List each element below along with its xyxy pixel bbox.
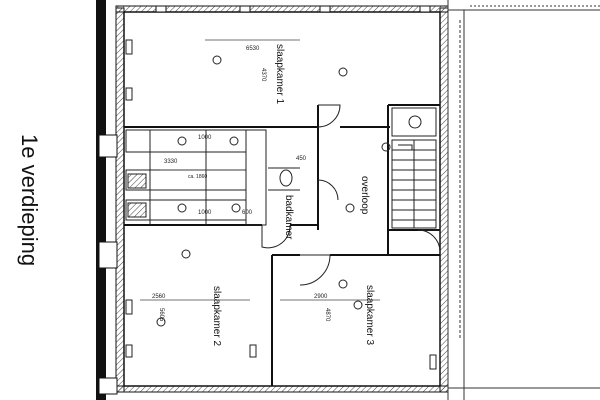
eave-lines <box>447 0 600 400</box>
room-label-slaapkamer-1: slaapkamer 1 <box>274 44 285 104</box>
room-label-slaapkamer-2: slaapkamer 2 <box>211 286 222 346</box>
dim-sk2-depth: 5605 <box>158 308 164 322</box>
dim-hall-450: 450 <box>296 156 307 162</box>
fixtures <box>125 39 437 370</box>
room-label-slaapkamer-3: slaapkamer 3 <box>364 285 375 345</box>
room-label-badkamer: badkamer <box>283 195 294 240</box>
top-window-ticks <box>155 5 431 13</box>
dim-sk2-width: 2560 <box>152 294 166 300</box>
door-swings <box>261 104 441 286</box>
dim-sk3-depth: 4870 <box>324 308 330 322</box>
bathroom-partitions <box>125 129 300 226</box>
dim-sk1-width: 6530 <box>246 46 260 52</box>
dim-bath-600: 600 <box>242 210 253 216</box>
dimension-lines <box>140 39 380 301</box>
staircase <box>391 107 437 229</box>
dim-bath-1000-top: 1000 <box>198 135 212 141</box>
interior-walls <box>124 104 440 386</box>
dim-bath-3330: 3330 <box>164 159 178 165</box>
dim-sk1-depth: 4370 <box>260 68 266 82</box>
dim-sk3-width: 2900 <box>314 294 328 300</box>
dim-bath-1860: ca. 1860 <box>188 174 207 180</box>
room-label-overloop: overloop <box>359 176 370 215</box>
dim-bath-1000-bottom: 1000 <box>198 210 212 216</box>
left-windows <box>98 134 118 395</box>
floor-title: 1e verdieping <box>17 134 42 266</box>
